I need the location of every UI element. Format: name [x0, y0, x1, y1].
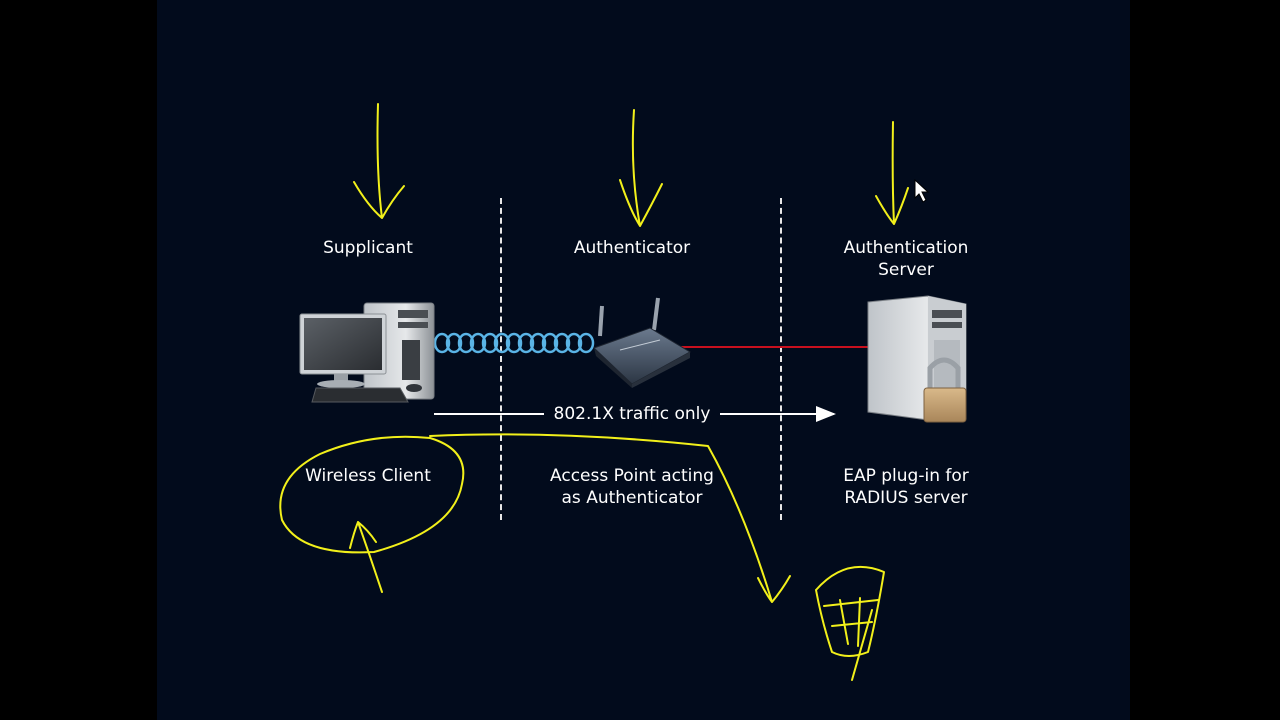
desktop-computer-icon: [299, 302, 435, 403]
traffic-label: 802.1X traffic only: [553, 404, 711, 424]
annotation-stroke-to-basket: [429, 433, 791, 603]
divider-right: [780, 198, 782, 520]
annotation-arrow-supplicant: [353, 103, 405, 219]
description-client: Wireless Client: [305, 466, 431, 486]
mouse-cursor-icon: [914, 178, 930, 203]
divider-left: [500, 198, 502, 520]
annotation-arrow-up-client: [349, 521, 383, 593]
role-label-supplicant: Supplicant: [323, 238, 413, 258]
description-server-line1: EAP plug-in for: [843, 466, 969, 486]
role-label-auth-server-line1: Authentication: [843, 238, 969, 258]
annotation-arrow-authenticator: [619, 109, 663, 227]
wireless-access-point-icon: [593, 297, 692, 388]
annotation-circle-client: [279, 435, 465, 554]
role-label-authenticator: Authenticator: [573, 238, 691, 258]
trash-basket-icon: [815, 565, 885, 681]
role-label-auth-server-line2: Server: [878, 260, 934, 280]
wireless-link: [433, 332, 595, 354]
annotation-arrow-server: [875, 121, 909, 225]
description-server-line2: RADIUS server: [844, 488, 968, 508]
description-ap-line1: Access Point acting: [550, 466, 714, 486]
description-ap-line2: as Authenticator: [561, 488, 703, 508]
locked-server-icon: [867, 295, 967, 423]
handwritten-annotations: [279, 103, 909, 681]
